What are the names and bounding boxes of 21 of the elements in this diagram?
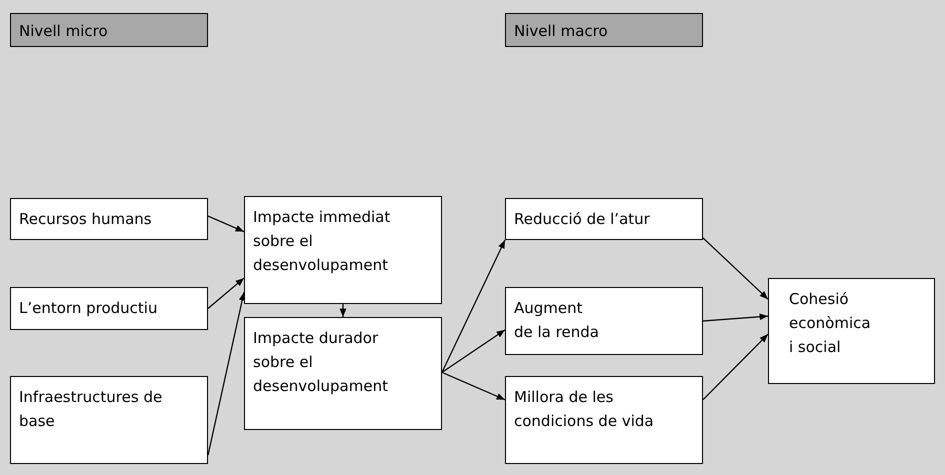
arrow bbox=[442, 329, 506, 373]
arrow bbox=[702, 237, 768, 300]
process-box: Cohesió econòmica i social bbox=[768, 278, 935, 384]
arrow bbox=[340, 304, 346, 317]
arrow bbox=[207, 292, 246, 456]
process-box: Infraestructures de base bbox=[10, 376, 208, 464]
process-box: Recursos humans bbox=[10, 198, 208, 240]
level-header: Nivell micro bbox=[10, 13, 208, 47]
arrow bbox=[441, 240, 506, 373]
process-box: Reducció de l’atur bbox=[505, 198, 703, 240]
arrow bbox=[208, 216, 244, 232]
process-box: Millora de les condicions de vida bbox=[505, 376, 703, 464]
arrow bbox=[208, 278, 244, 309]
arrow bbox=[442, 372, 506, 400]
process-box: Impacte durador sobre el desenvolupament bbox=[244, 317, 442, 430]
arrow bbox=[702, 334, 768, 400]
process-box: Augment de la renda bbox=[505, 287, 703, 355]
arrow bbox=[702, 313, 768, 322]
level-header: Nivell macro bbox=[505, 13, 703, 47]
process-box: L’entorn productiu bbox=[10, 287, 208, 330]
process-box: Impacte immediat sobre el desenvolupament bbox=[244, 196, 442, 304]
